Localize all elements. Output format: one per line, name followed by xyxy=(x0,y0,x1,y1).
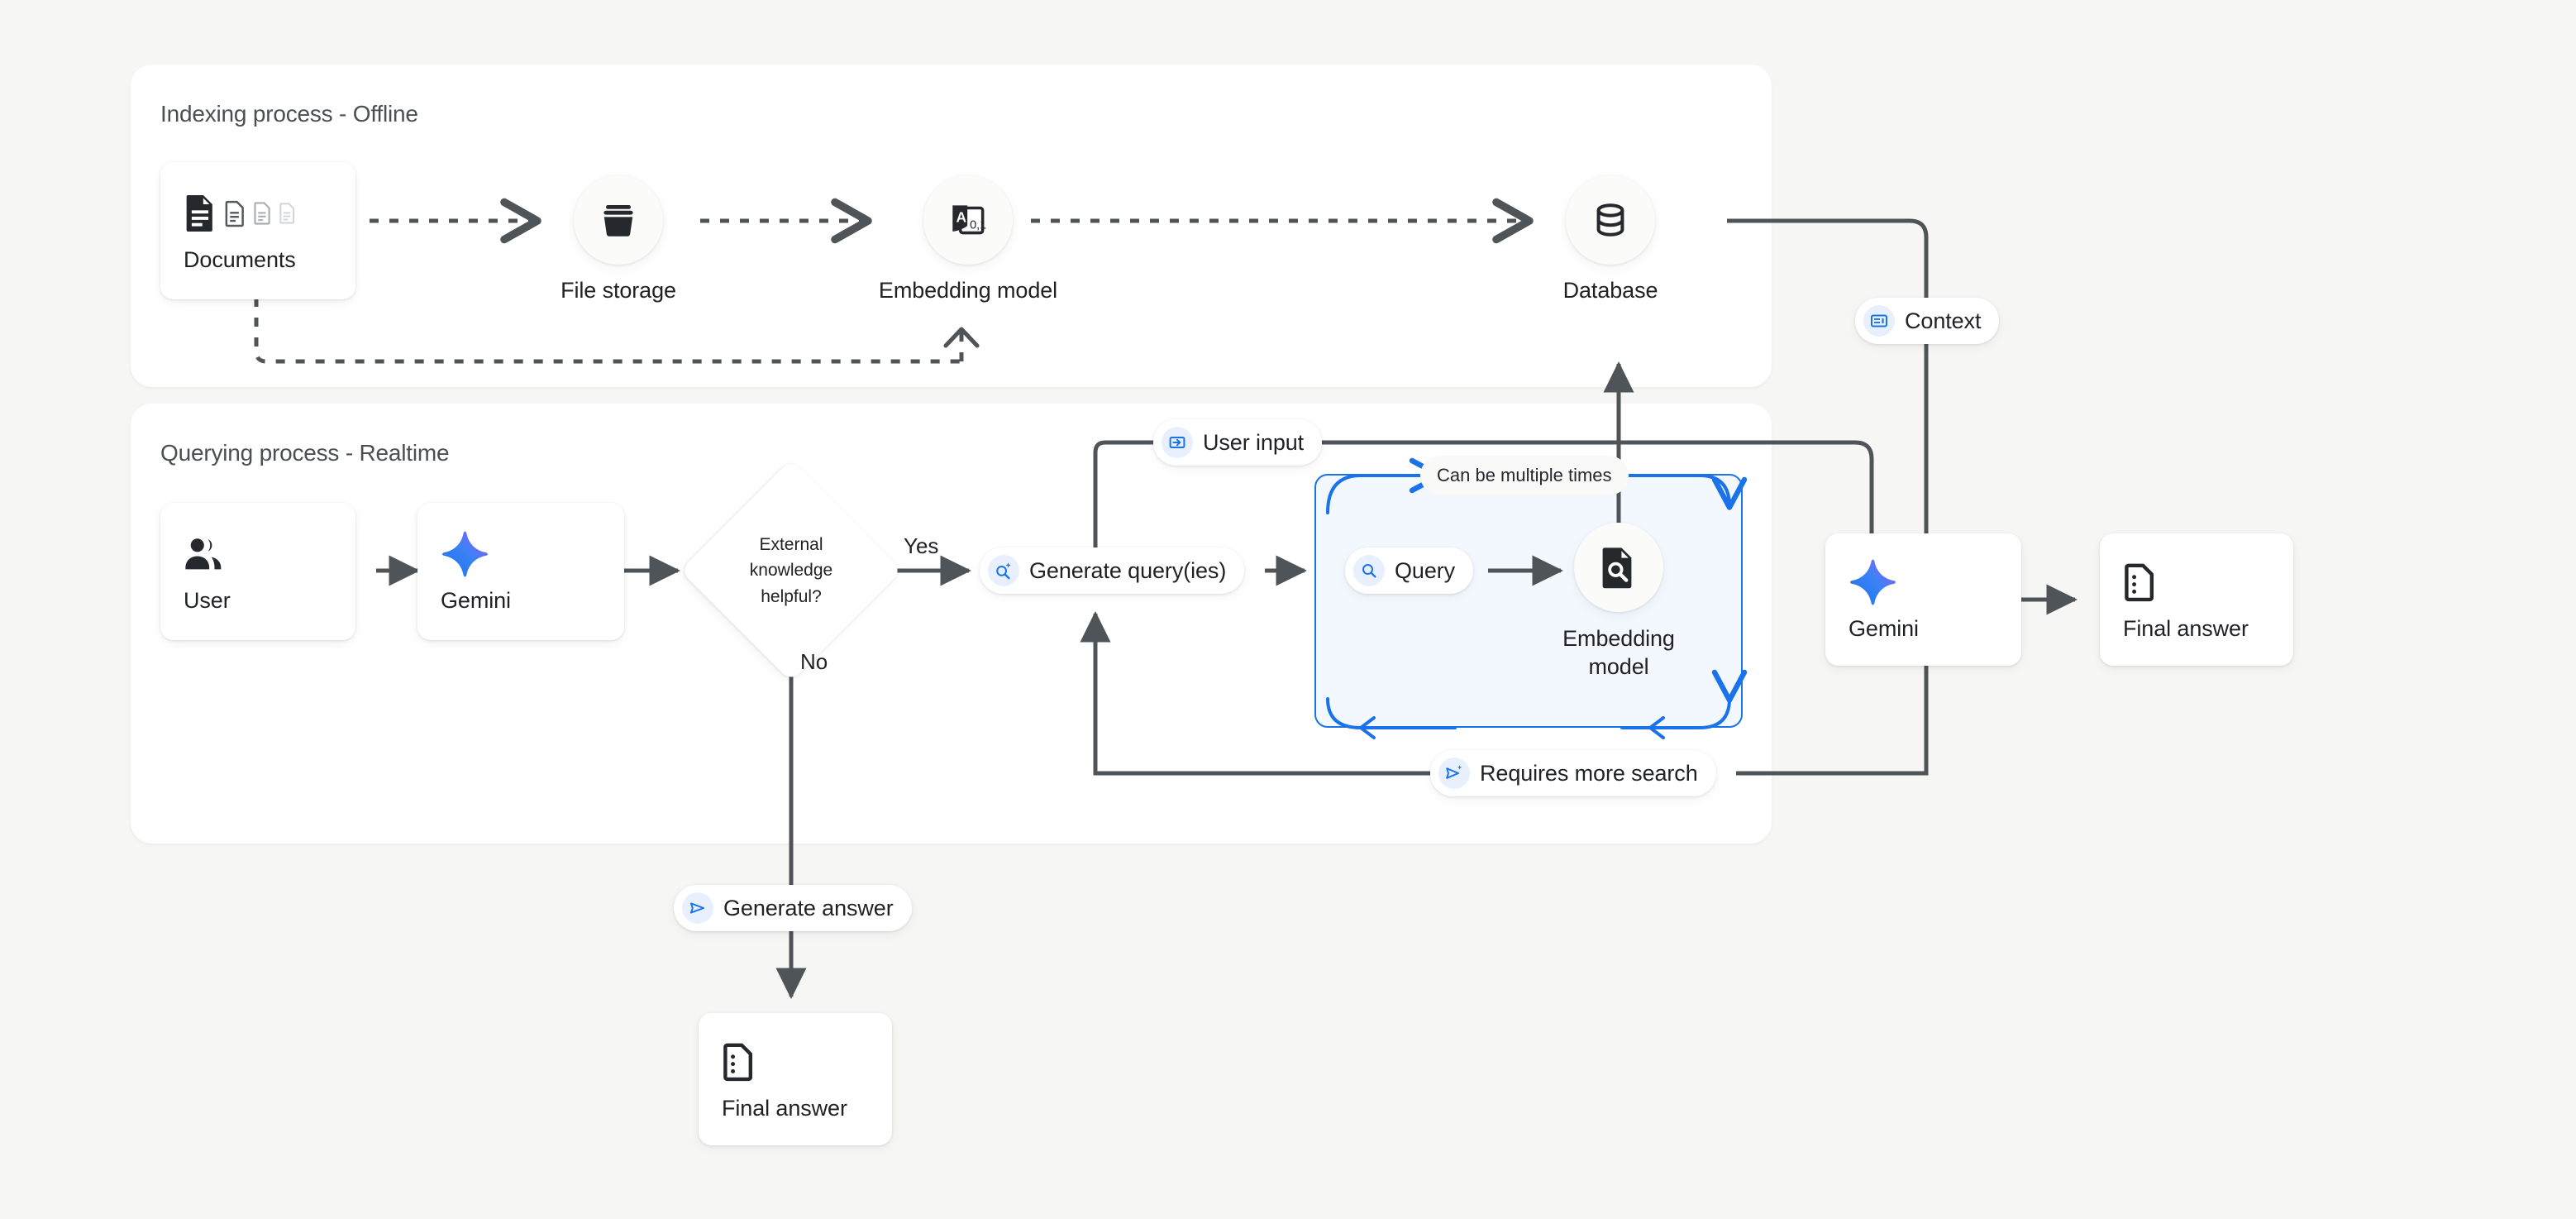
node-label: Database xyxy=(1562,278,1658,303)
answer-doc-icon xyxy=(2123,558,2293,606)
answer-doc-icon xyxy=(722,1038,892,1086)
svg-text:0,1: 0,1 xyxy=(970,218,986,232)
archive-icon xyxy=(574,175,663,265)
node-file-storage[interactable]: File storage xyxy=(536,175,701,304)
pill-label: User input xyxy=(1203,429,1305,455)
documents-icon xyxy=(184,189,355,237)
send-icon xyxy=(682,892,713,924)
node-label: Embedding model xyxy=(1562,626,1675,679)
note-can-be-multiple-times: Can be multiple times xyxy=(1420,456,1629,495)
pill-requires-more-search[interactable]: Requires more search xyxy=(1430,750,1716,796)
gemini-sparkle-icon xyxy=(441,530,624,578)
gemini-sparkle-icon xyxy=(1849,558,2021,606)
pill-label: Generate query(ies) xyxy=(1029,557,1227,583)
retrieval-loop-box xyxy=(1314,474,1743,728)
card-label: Gemini xyxy=(441,587,511,613)
card-label: Final answer xyxy=(2123,615,2249,641)
card-gemini-first[interactable]: Gemini xyxy=(417,503,624,640)
search-icon xyxy=(1353,555,1385,586)
node-database[interactable]: Database xyxy=(1528,175,1693,304)
edge-label-yes: Yes xyxy=(904,533,939,558)
document-search-icon xyxy=(1574,523,1663,612)
search-sparkle-icon xyxy=(988,555,1019,586)
pill-generate-queries[interactable]: Generate query(ies) xyxy=(980,547,1245,594)
pill-label: Generate answer xyxy=(723,895,894,920)
card-label: Final answer xyxy=(722,1095,847,1121)
pill-context[interactable]: Context xyxy=(1855,298,2000,344)
login-arrow-icon xyxy=(1162,427,1193,458)
querying-panel-title: Querying process - Realtime xyxy=(160,440,450,466)
card-final-answer-right[interactable]: Final answer xyxy=(2100,533,2293,666)
context-panel-icon xyxy=(1863,305,1895,337)
send-sparkle-icon xyxy=(1438,758,1470,789)
text-embedding-icon: 0,1 A xyxy=(923,175,1013,265)
database-icon xyxy=(1566,175,1655,265)
card-gemini-second[interactable]: Gemini xyxy=(1825,533,2021,666)
pill-label: Query xyxy=(1395,557,1456,583)
pill-query[interactable]: Query xyxy=(1345,547,1474,594)
pill-user-input[interactable]: User input xyxy=(1153,419,1323,466)
node-embedding-model-indexing[interactable]: 0,1 A Embedding model xyxy=(866,175,1070,304)
card-final-answer-bottom[interactable]: Final answer xyxy=(699,1013,892,1145)
card-label: User xyxy=(184,587,231,613)
indexing-panel-title: Indexing process - Offline xyxy=(160,101,418,127)
pill-generate-answer[interactable]: Generate answer xyxy=(674,885,912,931)
card-documents[interactable]: Documents xyxy=(160,162,355,299)
pill-label: Requires more search xyxy=(1480,760,1698,786)
decision-text: External knowledge helpful? xyxy=(749,534,833,606)
edge-label-no: No xyxy=(800,649,828,674)
card-label: Documents xyxy=(184,246,296,272)
node-embedding-model-query[interactable]: Embedding model xyxy=(1561,523,1677,681)
card-label: Gemini xyxy=(1849,615,1919,641)
node-label: Embedding model xyxy=(878,278,1058,303)
pill-label: Context xyxy=(1905,308,1982,333)
svg-text:A: A xyxy=(956,208,966,225)
note-label: Can be multiple times xyxy=(1437,465,1612,485)
card-user[interactable]: User xyxy=(160,503,355,640)
node-label: File storage xyxy=(561,278,676,303)
user-group-icon xyxy=(184,530,355,578)
decision-external-knowledge[interactable]: External knowledge helpful? xyxy=(680,459,903,682)
